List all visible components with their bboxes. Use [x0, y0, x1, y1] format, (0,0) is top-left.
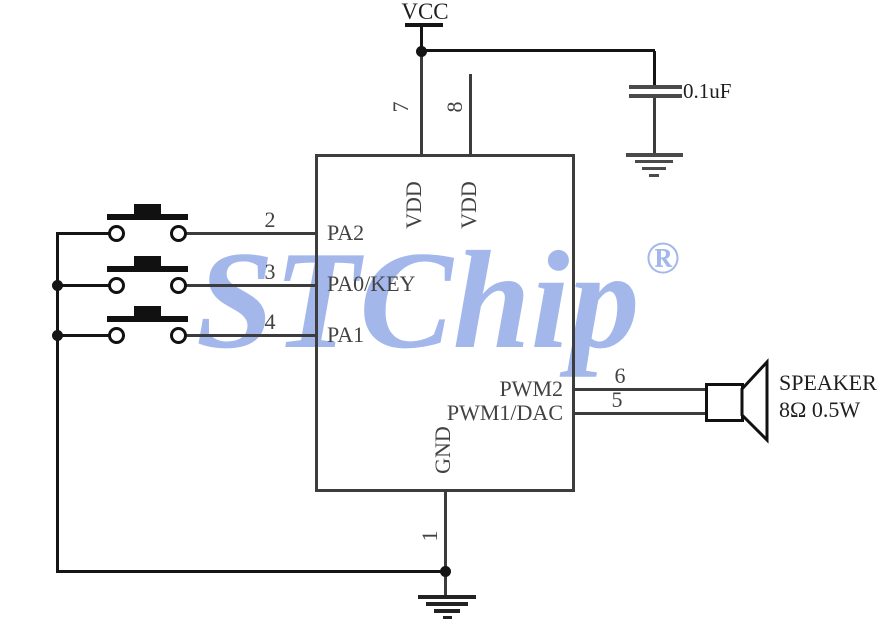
button2-terminal-left — [108, 277, 125, 294]
speaker-name: SPEAKER — [779, 370, 877, 395]
button2-terminal-right — [170, 277, 187, 294]
button2-actuator-bump — [134, 256, 161, 266]
bottom-ground-wire — [56, 570, 447, 573]
vcc-stub-wire — [420, 27, 423, 52]
pin-label-vdd-2: VDD — [456, 181, 481, 229]
pin8-wire — [469, 74, 472, 157]
vcc-label: VCC — [401, 0, 449, 24]
registered-trademark-icon: ® — [645, 232, 680, 283]
capacitor-ground-symbol-bar3 — [642, 167, 666, 170]
key-bus-wire — [56, 232, 59, 573]
pin8-number: 8 — [442, 101, 467, 113]
button1-left-wire — [58, 232, 110, 235]
ground-junction-dot — [440, 566, 451, 577]
pin-label-pwm1-dac: PWM1/DAC — [446, 400, 563, 425]
capacitor-feed-wire — [653, 51, 656, 87]
capacitor-ground-symbol-bar4 — [649, 174, 659, 177]
pin5-number: 5 — [611, 387, 623, 412]
vcc-junction-dot — [416, 46, 427, 57]
vcc-top-rail-wire — [421, 49, 655, 52]
pin4-number: 4 — [264, 309, 276, 334]
pin4-wire — [185, 334, 318, 337]
pin2-number: 2 — [264, 207, 276, 232]
pin-label-pwm2: PWM2 — [499, 376, 563, 401]
button1-actuator-bump — [134, 204, 161, 214]
ground-symbol-bar3 — [434, 609, 460, 613]
bus-junction-dot-2 — [52, 330, 63, 341]
capacitor-ground-wire — [653, 98, 656, 154]
pin5-wire — [573, 412, 707, 415]
speaker-cone-icon — [740, 358, 769, 444]
ground-symbol-bar2 — [426, 602, 468, 606]
pin-label-pa0-key: PA0/KEY — [327, 271, 416, 296]
speaker-rating: 8Ω 0.5W — [779, 397, 861, 422]
button3-left-wire — [58, 334, 110, 337]
capacitor-plate-bottom — [629, 94, 682, 98]
button2-actuator-bar — [107, 266, 188, 272]
pin2-wire — [185, 232, 318, 235]
bus-junction-dot-1 — [52, 280, 63, 291]
button1-actuator-bar — [107, 214, 188, 220]
button3-actuator-bump — [134, 306, 161, 316]
button2-left-wire — [58, 284, 110, 287]
pin1-number: 1 — [417, 530, 442, 542]
capacitor-ground-symbol-bar1 — [626, 153, 683, 157]
pin-label-pa2: PA2 — [327, 220, 365, 245]
pin-label-gnd: GND — [430, 426, 455, 474]
pin3-number: 3 — [264, 259, 276, 284]
ground-symbol-bar4 — [443, 616, 452, 619]
pin-label-vdd-1: VDD — [401, 181, 426, 229]
button3-terminal-right — [170, 327, 187, 344]
ground-symbol-bar1 — [418, 595, 476, 599]
button3-terminal-left — [108, 327, 125, 344]
capacitor-value: 0.1uF — [683, 79, 732, 103]
speaker-body — [705, 383, 744, 422]
pin7-number: 7 — [388, 101, 413, 113]
button1-terminal-right — [170, 225, 187, 242]
pin3-wire — [185, 284, 318, 287]
vcc-power-bar-icon — [405, 23, 443, 27]
button3-actuator-bar — [107, 316, 188, 322]
stchip-watermark: STChip® — [196, 231, 680, 371]
pin6-wire — [573, 388, 707, 391]
pin-label-pa1: PA1 — [327, 322, 365, 347]
button1-terminal-left — [108, 225, 125, 242]
capacitor-ground-symbol-bar2 — [635, 160, 673, 163]
pin1-wire — [444, 490, 447, 597]
capacitor-plate-top — [629, 85, 682, 89]
pin6-number: 6 — [614, 363, 626, 388]
pin7-wire — [420, 51, 423, 157]
watermark-text: STChip — [196, 223, 640, 378]
